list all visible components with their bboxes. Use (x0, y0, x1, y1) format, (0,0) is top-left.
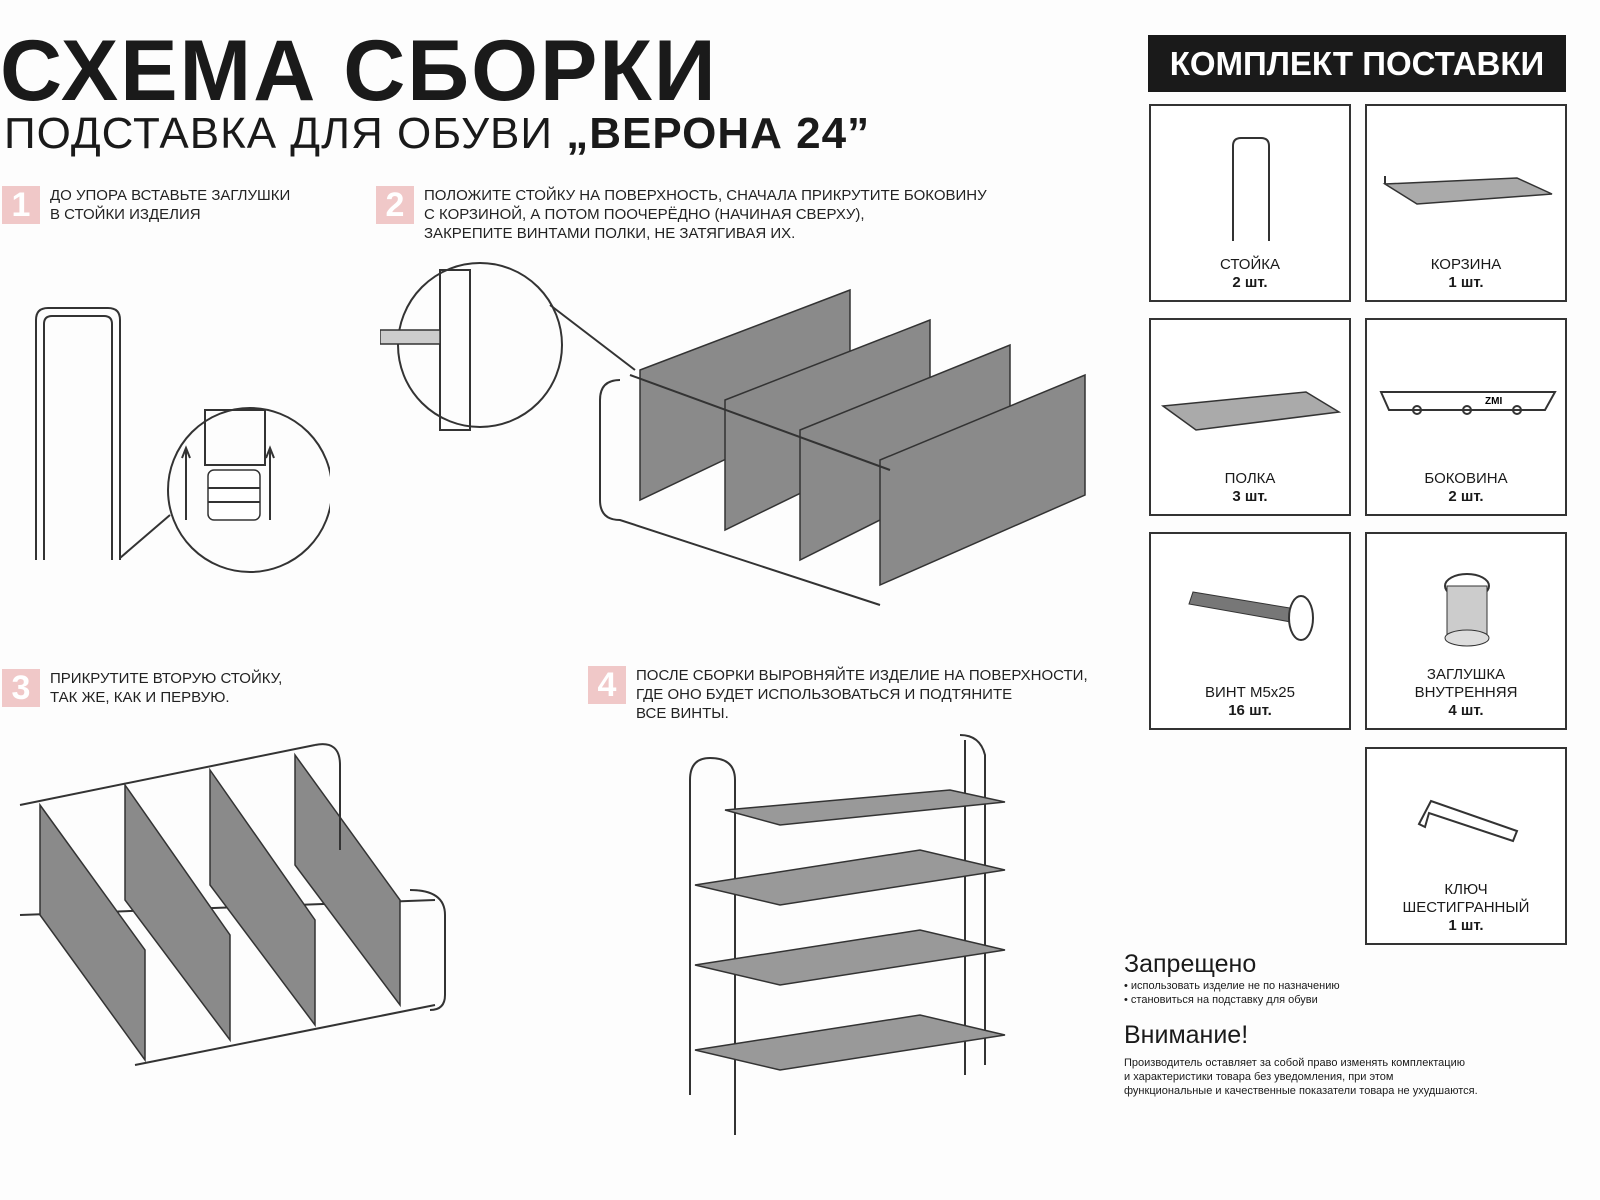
page-subtitle: ПОДСТАВКА ДЛЯ ОБУВИ „ВЕРОНА 24” (4, 109, 871, 158)
kit-title: КОМПЛЕКТ ПОСТАВКИ (1148, 35, 1566, 92)
item-name: ПОЛКА (1224, 470, 1276, 487)
step-text: Положите стойку на поверхность, сначала … (424, 187, 987, 242)
forbidden-title: Запрещено (1124, 950, 1257, 978)
warnings: Запрещено • использовать изделие не по н… (1124, 950, 1478, 1098)
step-text: До упора вставьте заглушки в стойки изде… (50, 187, 291, 223)
screw-icon (1188, 591, 1314, 641)
item-name: СТОЙКА (1219, 256, 1280, 273)
rack-assembly (599, 288, 1086, 606)
side-bar-icon: ZMI (1379, 391, 1557, 415)
step-1-illustration (35, 307, 330, 573)
step-number: 3 (2, 669, 40, 707)
u-post-icon (1232, 137, 1270, 241)
item-name: ВИНТ М5х25 (1205, 684, 1295, 701)
attention-title: Внимание! (1124, 1021, 1249, 1049)
step-number: 4 (588, 666, 626, 704)
product-name: „ВЕРОНА 24” (566, 109, 871, 158)
step-3-illustration (19, 743, 446, 1066)
item-qty: 4 шт. (1448, 702, 1484, 719)
step-4-illustration (689, 734, 1006, 1135)
shelf-icon (1160, 391, 1342, 431)
attention-text: Производитель оставляет за собой право и… (1124, 1057, 1478, 1097)
item-name: ЗАГЛУШКА ВНУТРЕННЯЯ (1414, 666, 1518, 701)
forbidden-item: • становиться на подставку для обуви (1124, 994, 1318, 1006)
item-qty: 2 шт. (1232, 274, 1268, 291)
item-qty: 3 шт. (1232, 488, 1268, 505)
item-qty: 1 шт. (1448, 274, 1484, 291)
step-3: 3 Прикрутите вторую стойку, так же, как и… (2, 669, 282, 707)
item-qty: 1 шт. (1448, 917, 1484, 934)
step-1: 1 До упора вставьте заглушки в стойки изд… (2, 186, 290, 224)
step-4: 4 После сборки выровняйте изделие на пове… (588, 666, 1088, 723)
step-2-illustration (380, 262, 1086, 606)
item-qty: 16 шт. (1228, 702, 1272, 719)
item-name: КОРЗИНА (1430, 256, 1502, 273)
step-text: Прикрутите вторую стойку, так же, как и … (50, 670, 283, 706)
item-name: КЛЮЧ ШЕСТИГРАННЫЙ (1402, 881, 1530, 916)
hex-key-icon (1417, 799, 1519, 843)
page-title: СХЕМА СБОРКИ (0, 23, 718, 119)
basket-icon (1382, 176, 1553, 205)
step-number: 2 (376, 186, 414, 224)
step-number: 1 (2, 186, 40, 224)
forbidden-item: • использовать изделие не по назначению (1124, 980, 1340, 992)
step-2: 2 Положите стойку на поверхность, сначала… (376, 186, 987, 243)
step-text: После сборки выровняйте изделие на повер… (636, 667, 1088, 722)
item-qty: 2 шт. (1448, 488, 1484, 505)
brand-logo: ZMI (1485, 396, 1502, 407)
plug-icon (1444, 573, 1490, 647)
item-name: БОКОВИНА (1424, 470, 1508, 487)
